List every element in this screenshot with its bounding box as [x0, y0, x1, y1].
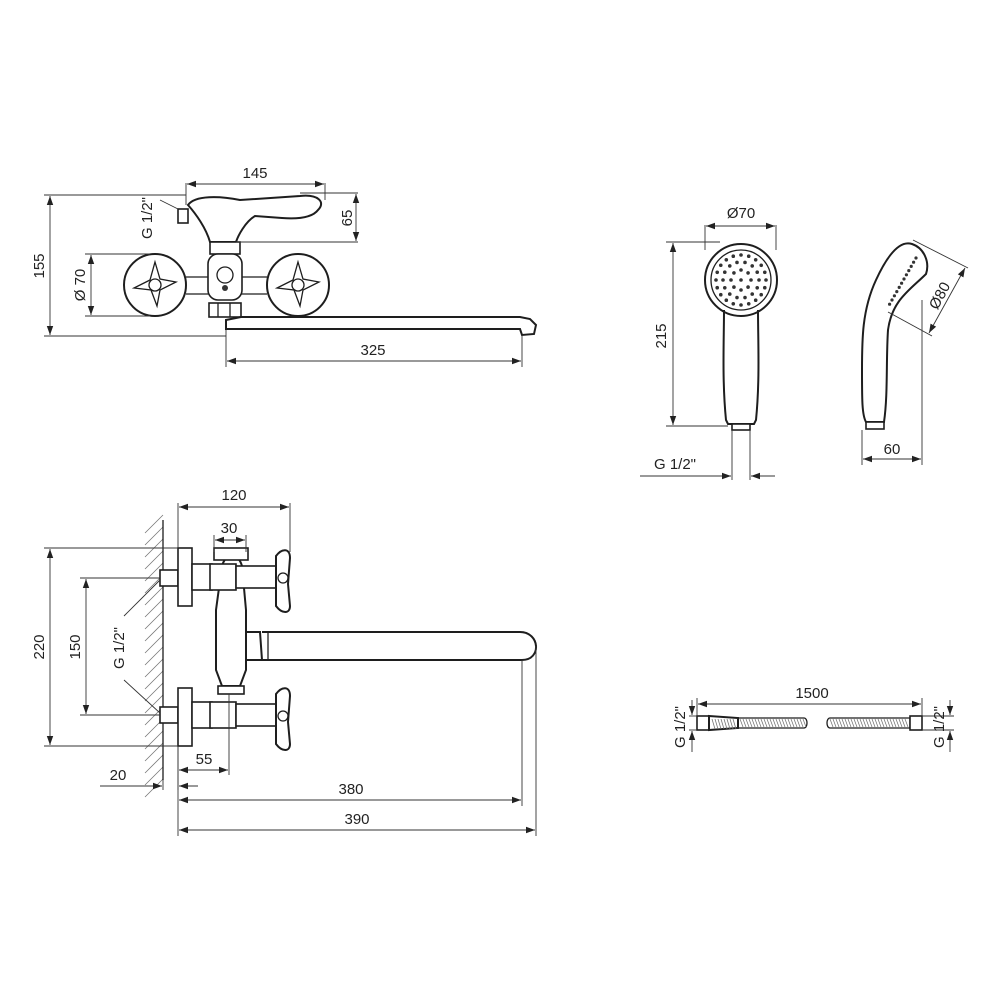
dim-label-hose-left-thread: G 1/2" [672, 706, 689, 748]
dim-label-120: 120 [221, 487, 246, 504]
front-view: 145 65 G 1/2" 155 Ø 70 325 [31, 165, 538, 367]
dim-label-380: 380 [338, 781, 363, 798]
dim-label-30: 30 [221, 520, 238, 537]
dim-label-390: 390 [344, 811, 369, 828]
dim-label-top-inlet-thread: G 1/2" [111, 627, 128, 669]
dim-label-325: 325 [360, 342, 385, 359]
dim-label-1500: 1500 [795, 685, 828, 702]
hose-view: 1500 G 1/2" G 1/2" [672, 685, 954, 752]
dim-label-65: 65 [339, 210, 356, 227]
dim-label-hose-right-thread: G 1/2" [931, 706, 948, 748]
dim-label-220: 220 [31, 634, 48, 659]
dim-label-shower-thread: G 1/2" [654, 456, 696, 473]
top-view-dimensions: 120 30 220 150 G 1/2" 20 [31, 487, 537, 836]
hand-shower-front [704, 243, 778, 431]
dim-label-20: 20 [110, 767, 127, 784]
dim-label-rosette-diameter: Ø 70 [72, 269, 89, 302]
hand-shower-view: Ø70 215 G 1/2" Ø80 60 [640, 205, 969, 480]
dim-label-155: 155 [31, 253, 48, 278]
top-view: 120 30 220 150 G 1/2" 20 [31, 487, 537, 836]
wall-hatching [144, 514, 164, 798]
dim-label-145: 145 [242, 165, 267, 182]
hand-shower-dimensions: Ø70 215 G 1/2" Ø80 60 [640, 205, 969, 480]
front-view-dimensions: 145 65 G 1/2" 155 Ø 70 325 [31, 165, 523, 367]
hose-body [696, 714, 923, 732]
dim-label-inlet-thread: G 1/2" [139, 197, 156, 239]
dim-label-60: 60 [884, 441, 901, 458]
dim-label-head-diameter: Ø70 [727, 205, 755, 222]
hand-shower-side [861, 242, 929, 430]
dim-label-150: 150 [67, 634, 84, 659]
top-view-faucet-body [159, 547, 537, 751]
dim-label-215: 215 [653, 323, 670, 348]
hose-dimensions: 1500 G 1/2" G 1/2" [672, 685, 954, 752]
dim-label-55: 55 [196, 751, 213, 768]
front-view-faucet-body [123, 194, 538, 337]
